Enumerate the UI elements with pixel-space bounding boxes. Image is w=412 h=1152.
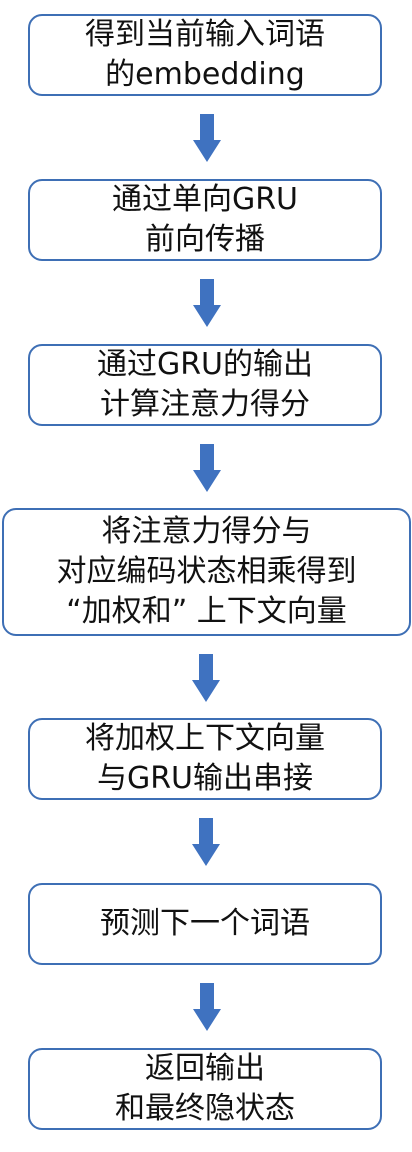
step-concat: 将加权上下文向量 与GRU输出串接 [28,718,382,800]
step-line: “加权和” 上下文向量 [66,594,347,629]
step-text: 通过单向GRU 前向传播 [112,180,298,260]
step-return: 返回输出 和最终隐状态 [28,1048,382,1130]
step-embedding: 得到当前输入词语 的embedding [28,14,382,96]
down-arrow-icon [192,654,220,702]
step-gru-forward: 通过单向GRU 前向传播 [28,179,382,261]
step-line: 的embedding [105,57,305,92]
down-arrow-icon [192,818,220,866]
step-line: 返回输出 [145,1051,265,1086]
step-text: 得到当前输入词语 的embedding [85,15,325,95]
step-text: 将加权上下文向量 与GRU输出串接 [85,719,325,799]
step-line: 将加权上下文向量 [85,721,325,756]
step-line: 计算注意力得分 [100,387,310,422]
down-arrow-icon [193,279,221,327]
step-line: 预测下一个词语 [100,906,310,941]
step-line: 得到当前输入词语 [85,17,325,52]
step-line: 通过GRU的输出 [96,347,314,382]
down-arrow-icon [193,444,221,492]
step-text: 预测下一个词语 [100,904,310,944]
step-line: 对应编码状态相乘得到 [56,554,357,589]
step-weighted-context: 将注意力得分与 对应编码状态相乘得到 “加权和” 上下文向量 [2,508,411,636]
step-text: 通过GRU的输出 计算注意力得分 [97,345,313,425]
step-line: 与GRU输出串接 [96,761,314,796]
step-line: 前向传播 [145,222,265,257]
step-line: 和最终隐状态 [115,1091,295,1126]
down-arrow-icon [193,983,221,1031]
step-attention-score: 通过GRU的输出 计算注意力得分 [28,344,382,426]
step-line: 将注意力得分与 [101,514,312,549]
step-text: 返回输出 和最终隐状态 [115,1049,295,1129]
step-text: 将注意力得分与 对应编码状态相乘得到 “加权和” 上下文向量 [57,512,357,632]
step-line: 通过单向GRU [111,182,299,217]
step-predict: 预测下一个词语 [28,883,382,965]
down-arrow-icon [193,114,221,162]
